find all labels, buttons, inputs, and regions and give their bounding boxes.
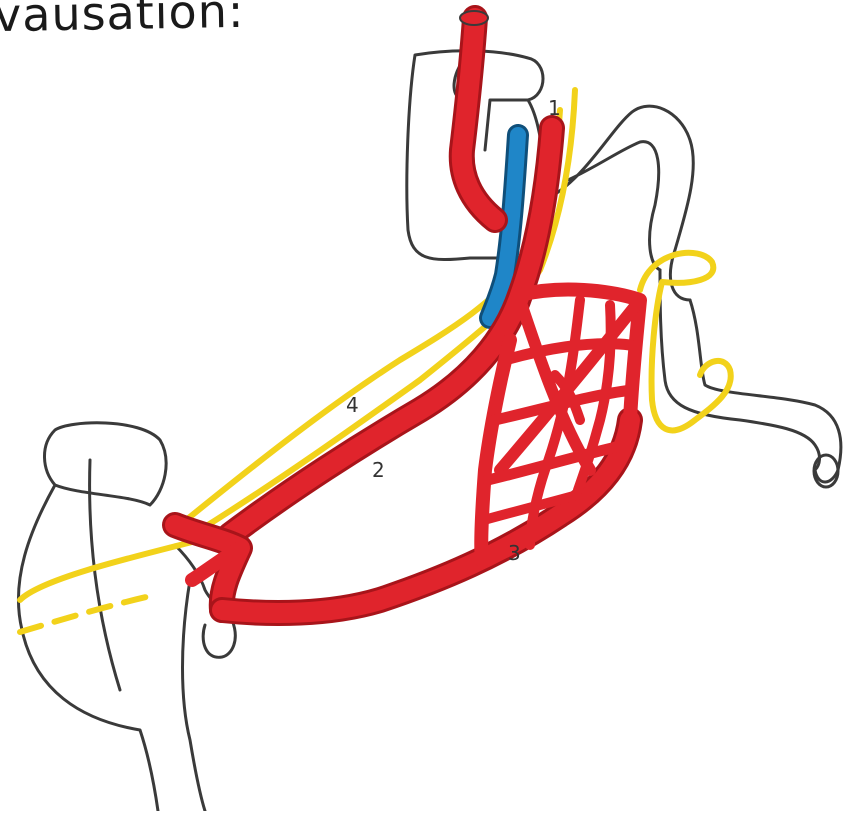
- organ-outlines: [18, 51, 840, 811]
- upper-loop-outline: [545, 106, 693, 300]
- nerve-left-dashed: [20, 595, 155, 632]
- nerve-left-solid: [20, 540, 200, 600]
- right-tube-outline: [660, 270, 841, 482]
- label-4: 4: [346, 393, 359, 417]
- artery-lower: [222, 420, 630, 613]
- label-3: 3: [508, 541, 521, 565]
- nerves: [20, 90, 731, 632]
- label-2: 2: [372, 458, 385, 482]
- page-title: vausation:: [0, 0, 245, 42]
- nerve-right-loop: [640, 253, 731, 431]
- label-1: 1: [548, 96, 561, 120]
- artery-top-cut-end: [460, 11, 488, 25]
- arteries: [175, 11, 640, 613]
- lower-left-organ-outline: [18, 423, 235, 811]
